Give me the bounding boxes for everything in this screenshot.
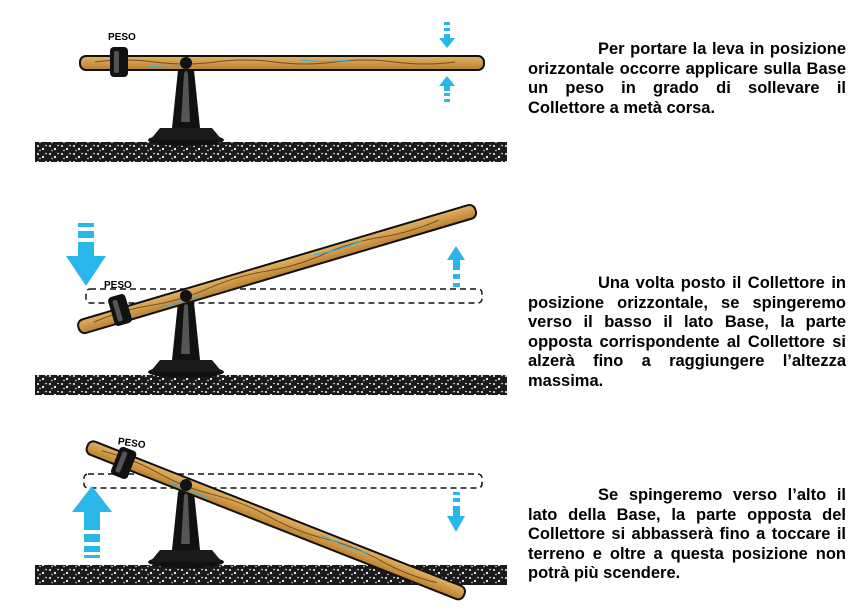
pivot xyxy=(180,57,192,69)
horizontal-reference-outline xyxy=(83,473,483,489)
weight-label: PESO xyxy=(104,280,132,291)
weight-block xyxy=(108,294,132,326)
lever-beam xyxy=(79,55,485,71)
panel-horizontal: PESO Per portare la leva in posizione or… xyxy=(0,0,863,190)
caption-base-up: Se spingeremo verso l’alto il lato della… xyxy=(528,486,846,582)
weight-label: PESO xyxy=(117,436,146,451)
arrow-down-icon xyxy=(447,492,465,532)
panel-base-down: PESO Una volta posto il Collettore in po… xyxy=(0,190,863,400)
lever-diagram-base-down: PESO xyxy=(35,203,507,395)
fulcrum-stand xyxy=(148,62,224,146)
pivot xyxy=(180,479,192,491)
ground xyxy=(35,142,507,162)
arrow-up-icon xyxy=(439,76,455,102)
fulcrum-stand xyxy=(148,484,224,568)
lever-beam xyxy=(85,440,466,601)
pivot xyxy=(180,290,192,302)
arrow-down-icon xyxy=(439,22,455,48)
horizontal-reference-outline xyxy=(85,288,483,304)
lever-diagram-base-up: PESO xyxy=(35,436,507,601)
arrow-down-icon xyxy=(66,223,106,286)
arrow-up-icon xyxy=(447,246,465,287)
weight-block xyxy=(110,47,128,77)
weight-label: PESO xyxy=(108,32,136,43)
caption-horizontal: Per portare la leva in posizione orizzon… xyxy=(528,40,846,117)
ground xyxy=(35,375,507,395)
fulcrum-stand xyxy=(148,294,224,378)
panel-base-up: PESO Se spingeremo verso l’alto il lato … xyxy=(0,400,863,615)
weight-block xyxy=(110,446,137,479)
lever-beam xyxy=(77,203,478,335)
caption-base-down: Una volta posto il Collettore in posizio… xyxy=(528,274,846,390)
lever-diagram-horizontal: PESO xyxy=(35,22,507,162)
arrow-up-icon xyxy=(72,486,112,558)
